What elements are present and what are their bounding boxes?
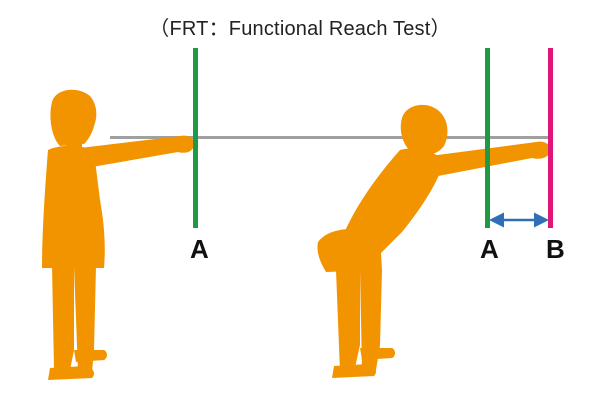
reach-bar bbox=[110, 136, 552, 139]
label-a-left: A bbox=[190, 234, 209, 264]
line-b bbox=[548, 48, 553, 228]
diagram-title: （FRT：Functional Reach Test） bbox=[149, 18, 451, 40]
label-b: B bbox=[546, 234, 565, 264]
line-a-left bbox=[193, 48, 198, 228]
leaning-figure bbox=[317, 104, 551, 378]
label-a-right: A bbox=[480, 234, 499, 264]
line-a-right bbox=[485, 48, 490, 228]
standing-figure bbox=[42, 89, 195, 380]
